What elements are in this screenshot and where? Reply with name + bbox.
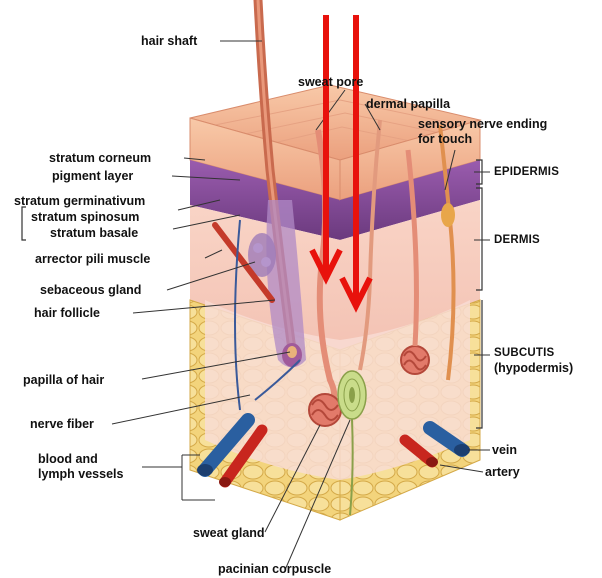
stratum-bracket: [22, 207, 26, 240]
label-lymph-vessels: lymph vessels: [38, 467, 123, 481]
label-stratum-germinativum: stratum germinativum: [14, 194, 145, 208]
label-sweat-gland: sweat gland: [193, 526, 265, 540]
label-hair-follicle: hair follicle: [34, 306, 100, 320]
label-sensory-nerve-ending: sensory nerve ending: [418, 117, 547, 131]
label-stratum-corneum: stratum corneum: [49, 151, 151, 165]
touch-receptor: [441, 203, 455, 227]
label-epidermis: EPIDERMIS: [494, 165, 559, 179]
label-dermis: DERMIS: [494, 233, 540, 247]
label-sebaceous-gland: sebaceous gland: [40, 283, 141, 297]
label-pacinian-corpuscle: pacinian corpuscle: [218, 562, 331, 576]
label-stratum-basale: stratum basale: [50, 226, 138, 240]
label-arrector-pili-muscle: arrector pili muscle: [35, 252, 150, 266]
label-stratum-spinosum: stratum spinosum: [31, 210, 139, 224]
label-sweat-pore: sweat pore: [298, 75, 363, 89]
label-dermal-papilla: dermal papilla: [366, 97, 450, 111]
label-for-touch: for touch: [418, 132, 472, 146]
label-hair-shaft: hair shaft: [141, 34, 197, 48]
label-hypodermis: (hypodermis): [494, 361, 573, 375]
label-subcutis: SUBCUTIS: [494, 346, 554, 360]
label-papilla-of-hair: papilla of hair: [23, 373, 104, 387]
label-blood-and: blood and: [38, 452, 98, 466]
label-vein: vein: [492, 443, 517, 457]
label-pigment-layer: pigment layer: [52, 169, 133, 183]
sweat-gland-coil: [309, 394, 341, 426]
label-artery: artery: [485, 465, 520, 479]
label-nerve-fiber: nerve fiber: [30, 417, 94, 431]
